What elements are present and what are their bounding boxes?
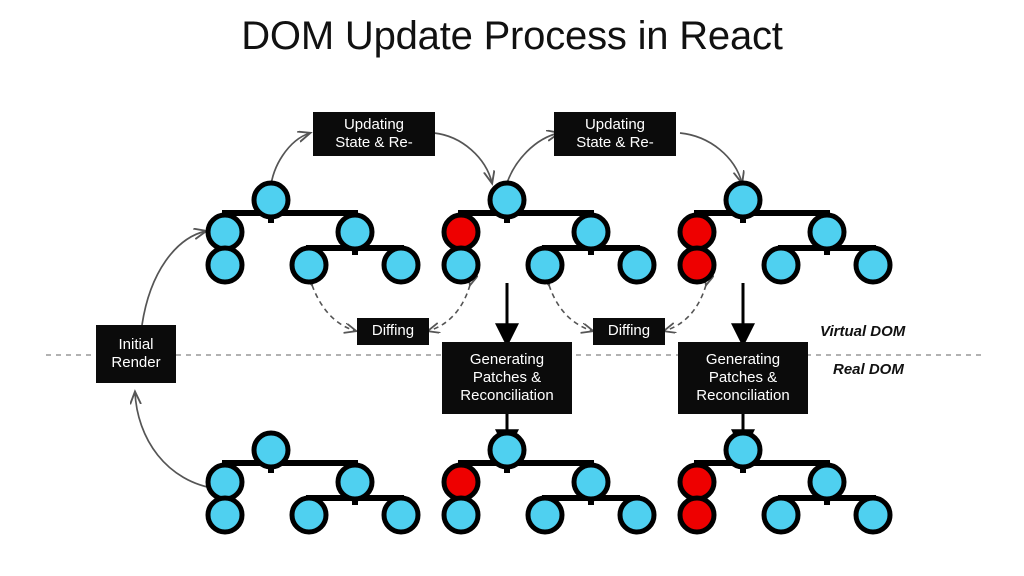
tree-virtual-tree-3 — [677, 180, 893, 285]
box-generating-patches-2[interactable]: Generating Patches & Reconciliation — [678, 342, 808, 414]
tree-node — [807, 462, 847, 502]
box-generating-patches-2-line1: Generating — [705, 350, 781, 368]
box-generating-patches-2-line2: Patches & — [708, 368, 778, 386]
tree-node — [677, 212, 717, 252]
box-updating-state-1[interactable]: Updating State & Re- — [313, 112, 435, 156]
tree-node — [205, 495, 245, 535]
tree-node — [441, 245, 481, 285]
tree-node — [251, 180, 291, 220]
tree-virtual-tree-2 — [441, 180, 657, 285]
box-updating-state-2[interactable]: Updating State & Re- — [554, 112, 676, 156]
box-diffing-1-label: Diffing — [371, 322, 415, 340]
tree-node — [853, 495, 893, 535]
tree-real-tree-2 — [441, 430, 657, 535]
box-generating-patches-1-line1: Generating — [469, 350, 545, 368]
tree-node — [381, 245, 421, 285]
box-initial-render[interactable]: Initial Render — [96, 325, 176, 383]
tree-node — [289, 495, 329, 535]
page-title: DOM Update Process in React — [241, 14, 783, 58]
arrow-diffing2-left — [549, 285, 593, 331]
tree-node — [441, 495, 481, 535]
arrow-tree2-to-update2 — [505, 133, 559, 187]
box-generating-patches-1-line3: Reconciliation — [460, 387, 554, 405]
tree-node — [441, 462, 481, 502]
tree-virtual-tree-1 — [205, 180, 421, 285]
arrow-update2-to-tree3 — [679, 132, 742, 183]
box-diffing-2-label: Diffing — [607, 322, 651, 340]
arrow-diffing1-left — [312, 285, 356, 331]
tree-node — [205, 462, 245, 502]
box-diffing-2[interactable]: Diffing — [593, 318, 665, 345]
arrow-update1-to-tree2 — [433, 132, 492, 183]
tree-real-tree-1 — [205, 430, 421, 535]
tree-node — [487, 430, 527, 470]
tree-node — [617, 495, 657, 535]
tree-node — [205, 212, 245, 252]
box-generating-patches-1[interactable]: Generating Patches & Reconciliation — [442, 342, 572, 414]
tree-node — [761, 495, 801, 535]
box-initial-render-line2: Render — [111, 354, 161, 371]
tree-node — [441, 212, 481, 252]
tree-node — [677, 495, 717, 535]
tree-node — [571, 212, 611, 252]
box-updating-state-2-line1: Updating — [584, 115, 646, 133]
tree-node — [723, 180, 763, 220]
tree-real-tree-3 — [677, 430, 893, 535]
tree-node — [761, 245, 801, 285]
tree-node — [723, 430, 763, 470]
tree-node — [525, 495, 565, 535]
box-updating-state-2-line2: State & Re- — [576, 134, 654, 151]
box-updating-state-1-line1: Updating — [343, 115, 405, 133]
tree-node — [525, 245, 565, 285]
tree-node — [677, 462, 717, 502]
box-generating-patches-1-line2: Patches & — [472, 368, 542, 386]
box-diffing-1[interactable]: Diffing — [357, 318, 429, 345]
tree-node — [677, 245, 717, 285]
arrow-realtree1-to-initial-render — [135, 392, 219, 490]
tree-node — [335, 212, 375, 252]
tree-node — [205, 245, 245, 285]
tree-node — [807, 212, 847, 252]
box-updating-state-1-line2: State & Re- — [335, 134, 413, 151]
box-initial-render-line1: Initial — [118, 335, 154, 353]
tree-node — [571, 462, 611, 502]
tree-node — [617, 245, 657, 285]
tree-node — [487, 180, 527, 220]
tree-node — [289, 245, 329, 285]
box-generating-patches-2-line3: Reconciliation — [696, 387, 790, 405]
tree-node — [853, 245, 893, 285]
tree-node — [381, 495, 421, 535]
tree-node — [251, 430, 291, 470]
tree-node — [335, 462, 375, 502]
label-virtual-dom: Virtual DOM — [820, 323, 906, 340]
label-real-dom: Real DOM — [833, 361, 904, 378]
arrow-initial-render-to-tree1 — [141, 231, 206, 326]
